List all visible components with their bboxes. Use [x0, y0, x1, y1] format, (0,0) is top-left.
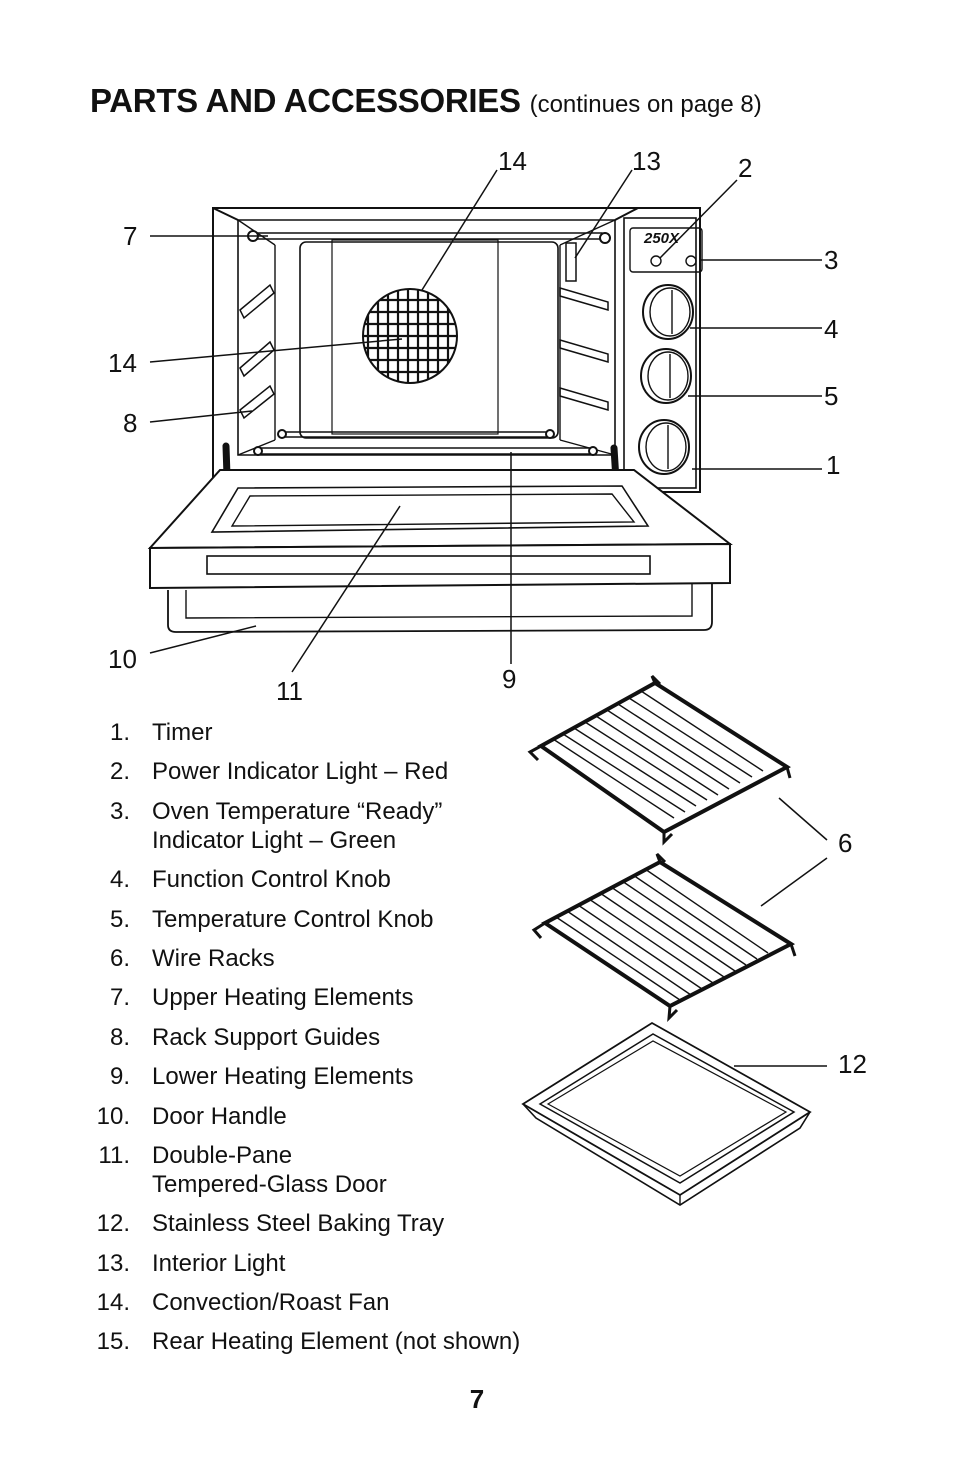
- list-item: 8. Rack Support Guides: [70, 1023, 520, 1052]
- item-number: 3.: [109, 797, 130, 825]
- item-number: 10.: [96, 1102, 130, 1130]
- item-number: 15.: [96, 1328, 130, 1356]
- page-title: PARTS AND ACCESSORIES (continues on page…: [90, 82, 762, 120]
- timer-knob: [638, 419, 690, 475]
- item-label: Rack Support Guides: [152, 1023, 381, 1051]
- list-item: 1. Timer: [70, 718, 520, 747]
- item-label: Double-Pane: [152, 1141, 293, 1169]
- callout-2: 2: [738, 153, 752, 183]
- list-item: 9. Lower Heating Elements: [70, 1062, 520, 1091]
- callout-9: 9: [502, 664, 516, 694]
- item-label: Wire Racks: [152, 944, 275, 972]
- item-label: Power Indicator Light – Red: [152, 758, 449, 786]
- list-item: 7. Upper Heating Elements: [70, 983, 520, 1012]
- callout-3: 3: [824, 245, 838, 275]
- callout-8: 8: [123, 408, 137, 438]
- list-item: 4. Function Control Knob: [70, 865, 520, 894]
- list-item: 12. Stainless Steel Baking Tray: [70, 1209, 520, 1238]
- leader-lines: [149, 169, 828, 1067]
- list-item: 5. Temperature Control Knob: [70, 905, 520, 934]
- item-number: 5.: [109, 905, 130, 933]
- list-item: 14. Convection/Roast Fan: [70, 1288, 520, 1317]
- item-label: Convection/Roast Fan: [152, 1289, 390, 1317]
- item-number: 9.: [109, 1063, 130, 1091]
- list-item: 3. Oven Temperature “Ready”Indicator Ligh…: [70, 797, 520, 855]
- list-item: 13. Interior Light: [70, 1249, 520, 1278]
- callout-5: 5: [824, 381, 838, 411]
- lower-heating-element: [253, 429, 598, 456]
- item-label: Stainless Steel Baking Tray: [152, 1210, 445, 1238]
- ready-indicator-light: [685, 255, 697, 267]
- list-item: 6. Wire Racks: [70, 944, 520, 973]
- list-item: 10. Door Handle: [70, 1102, 520, 1131]
- oven-illustration: [147, 207, 733, 633]
- callout-13: 13: [632, 146, 661, 176]
- item-label: Lower Heating Elements: [152, 1063, 414, 1091]
- item-label: Interior Light: [152, 1249, 286, 1277]
- callout-numbers: 14 13 2 7 3 4 14 5 8 1 10 9 11 6 12: [108, 146, 867, 1079]
- brand-mark: 250X: [643, 230, 680, 247]
- item-number: 13.: [96, 1249, 130, 1277]
- right-rack-guides: [559, 287, 609, 411]
- callout-10: 10: [108, 644, 137, 674]
- item-number: 11.: [98, 1141, 130, 1169]
- callout-4: 4: [824, 314, 838, 344]
- function-control-knob: [642, 284, 694, 340]
- item-label-line-2: Indicator Light – Green: [152, 826, 397, 854]
- power-indicator-light: [650, 255, 662, 267]
- item-number: 7.: [109, 984, 130, 1012]
- title-text: PARTS AND ACCESSORIES: [90, 82, 521, 119]
- item-number: 8.: [109, 1023, 130, 1051]
- list-item: 2. Power Indicator Light – Red: [70, 757, 520, 786]
- callout-6: 6: [838, 828, 852, 858]
- callout-1: 1: [826, 450, 840, 480]
- item-number: 12.: [96, 1210, 130, 1238]
- title-subtitle: (continues on page 8): [529, 91, 762, 118]
- item-label: Timer: [152, 719, 213, 746]
- item-label: Rear Heating Element (not shown): [152, 1328, 521, 1356]
- list-item: 15. Rear Heating Element (not shown): [70, 1327, 521, 1356]
- item-label: Function Control Knob: [152, 866, 391, 894]
- wire-rack-bottom: [531, 852, 797, 1022]
- temperature-control-knob: [640, 348, 692, 404]
- item-label: Upper Heating Elements: [152, 984, 414, 1012]
- convection-fan-icon: [362, 288, 458, 384]
- parts-list: 1. Timer 2. Power Indicator Light – Red 3.…: [70, 718, 521, 1367]
- callout-14-left: 14: [108, 348, 137, 378]
- item-number: 4.: [109, 866, 130, 894]
- item-number: 1.: [109, 719, 130, 746]
- callout-12: 12: [838, 1049, 867, 1079]
- control-panel: [623, 217, 703, 489]
- door-handle: [167, 583, 713, 633]
- item-number: 6.: [109, 944, 130, 972]
- item-number: 2.: [109, 758, 130, 786]
- item-label: Door Handle: [152, 1102, 287, 1130]
- baking-tray: [521, 1021, 812, 1206]
- callout-14-top: 14: [498, 146, 527, 176]
- interior-light: [565, 242, 577, 282]
- callout-7: 7: [123, 221, 137, 251]
- wire-rack-top: [527, 674, 792, 846]
- item-label: Temperature Control Knob: [152, 905, 434, 933]
- oven-door: [147, 469, 733, 633]
- item-label-line-2: Tempered-Glass Door: [152, 1170, 387, 1198]
- page-number: 7: [469, 1384, 485, 1414]
- item-label: Oven Temperature “Ready”: [152, 797, 443, 825]
- callout-11: 11: [276, 676, 303, 706]
- item-number: 14.: [96, 1289, 130, 1317]
